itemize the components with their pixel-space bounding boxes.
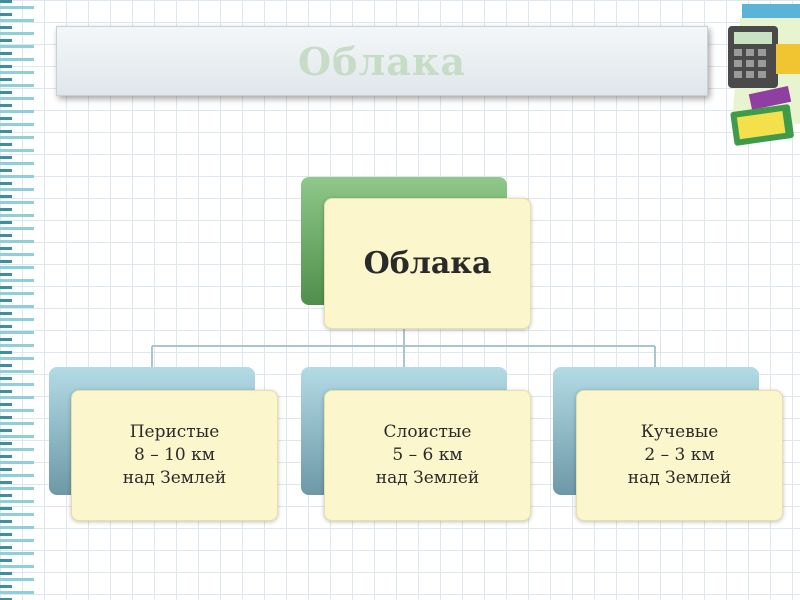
school-supplies-icon bbox=[728, 4, 800, 146]
child-note: над Землей bbox=[375, 467, 480, 488]
child-note: над Землей bbox=[627, 467, 732, 488]
child-altitude: 2 – 3 км bbox=[644, 445, 715, 466]
child-note: над Землей bbox=[122, 467, 227, 488]
root-label: Облака bbox=[363, 246, 492, 281]
child-node-cirrus: Перистые 8 – 10 км над Землей bbox=[71, 390, 278, 521]
child-name: Кучевые bbox=[640, 422, 719, 443]
child-name: Перистые bbox=[129, 422, 220, 443]
page-title: Облака bbox=[298, 38, 466, 84]
child-name: Слоистые bbox=[383, 422, 472, 443]
root-node: Облака bbox=[324, 198, 531, 329]
child-node-cumulus: Кучевые 2 – 3 км над Землей bbox=[576, 390, 783, 521]
child-altitude: 8 – 10 км bbox=[133, 445, 215, 466]
spiral-binding bbox=[0, 0, 34, 600]
child-node-stratus: Слоистые 5 – 6 км над Землей bbox=[324, 390, 531, 521]
child-altitude: 5 – 6 км bbox=[392, 445, 463, 466]
title-bar: Облака bbox=[56, 26, 708, 96]
